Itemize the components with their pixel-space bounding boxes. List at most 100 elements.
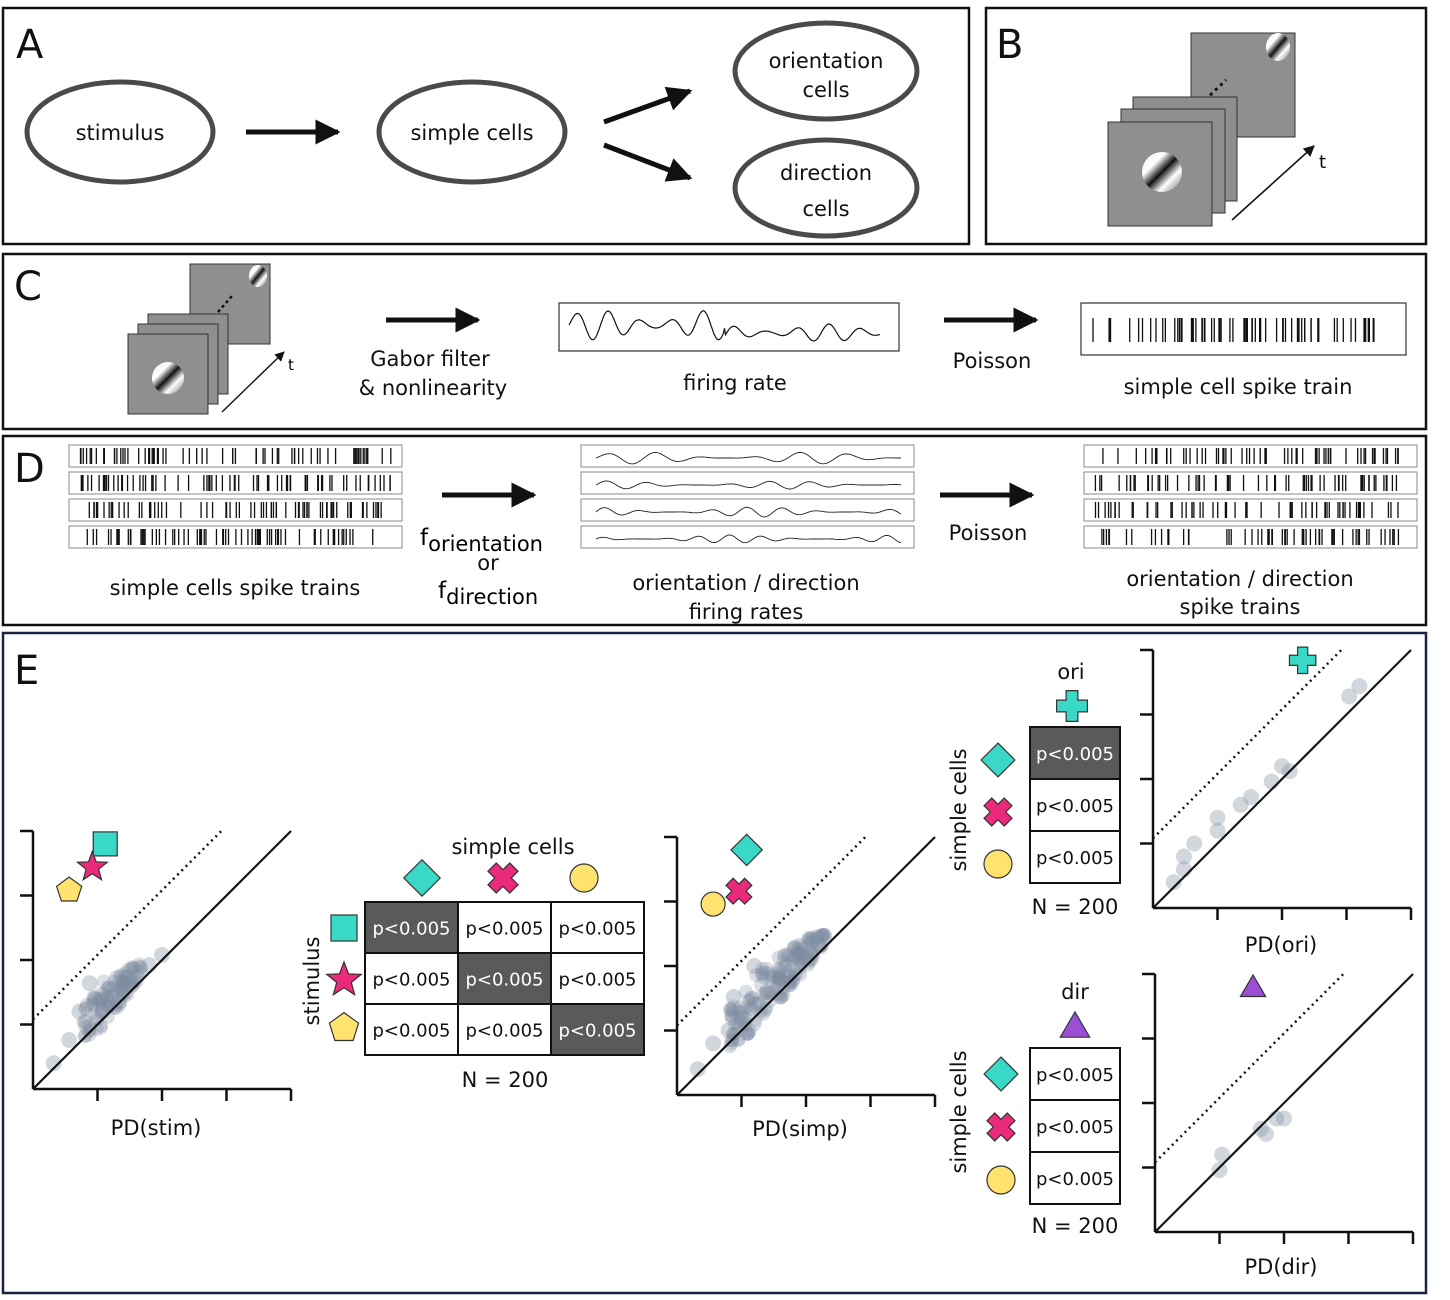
stimulus-frame-stack-small: t	[127, 263, 294, 415]
cloud-point-1-136	[791, 947, 806, 962]
main-table-value-2-0: p<0.005	[372, 1021, 450, 1042]
cloud-point-1-12	[743, 992, 758, 1007]
cloud-point-1-25	[811, 930, 826, 945]
cloud-point-1-11	[740, 1026, 755, 1041]
rate-box-3	[580, 525, 915, 549]
cloud-point-1-10	[751, 996, 766, 1011]
panel-e-frame	[1, 631, 1428, 1295]
outlier-0-square	[92, 831, 118, 857]
data-point-2-6	[1232, 796, 1249, 813]
cloud-point-1-117	[757, 965, 772, 980]
data-point-1-11	[746, 958, 763, 974]
cloud-point-1-34	[755, 961, 770, 976]
input-spike-trains	[68, 444, 403, 549]
cloud-point-0-89	[101, 979, 116, 994]
cloud-point-0-66	[100, 998, 115, 1013]
data-point-2-8	[1263, 773, 1280, 790]
small-time-label: t	[288, 356, 294, 374]
cloud-point-1-17	[778, 947, 793, 962]
dir-column-label: dir	[1061, 980, 1089, 1004]
xlabel-pd-ori: PD(ori)	[1245, 933, 1318, 957]
cloud-point-1-92	[726, 999, 741, 1014]
cloud-point-0-85	[100, 1009, 115, 1024]
panel-a-frame	[1, 6, 971, 246]
cloud-point-0-75	[112, 997, 127, 1012]
small-time-arrow	[221, 351, 285, 413]
outlier-3-triangle	[1239, 973, 1267, 998]
output-firing-rates	[580, 444, 915, 549]
threshold-line-0	[32, 830, 223, 1021]
outlier-0-star	[75, 849, 109, 882]
rate-box-1	[580, 471, 915, 495]
spike-train-ticks	[1092, 318, 1375, 342]
cloud-point-0-22	[79, 997, 94, 1012]
data-point-1-7	[785, 960, 802, 977]
cloud-point-0-45	[124, 972, 139, 987]
ori-column-label: ori	[1057, 660, 1084, 684]
cloud-point-0-69	[132, 957, 147, 972]
main-table-value-1-2: p<0.005	[558, 970, 636, 991]
cloud-point-1-91	[738, 1017, 753, 1032]
outlier-1-circle	[700, 891, 726, 917]
main-table-cell-0-1	[457, 901, 552, 954]
cloud-point-1-108	[805, 933, 820, 948]
ori-table-value-2-0: p<0.005	[1036, 848, 1114, 869]
ori-table-cell-1-0	[1029, 778, 1121, 832]
cloud-point-1-141	[792, 952, 807, 967]
cloud-point-1-145	[774, 961, 789, 976]
stimulus-node	[24, 79, 216, 185]
data-point-0-2	[76, 1013, 93, 1030]
cloud-point-1-63	[754, 967, 769, 982]
panel-b: B t	[984, 6, 1428, 246]
outlier-1-x-cross-shape	[725, 877, 753, 905]
cloud-point-1-131	[803, 943, 818, 958]
cloud-point-1-66	[741, 1026, 756, 1041]
cloud-point-1-133	[725, 1004, 740, 1019]
cloud-point-0-48	[84, 996, 99, 1011]
cloud-point-1-105	[731, 1015, 746, 1030]
cloud-point-1-53	[741, 1026, 756, 1041]
cloud-point-0-51	[115, 973, 130, 988]
direction-cells-label-line2: cells	[802, 197, 849, 221]
cloud-point-0-84	[117, 989, 132, 1004]
cloud-point-1-35	[786, 948, 801, 963]
data-point-2-5	[1209, 809, 1226, 826]
table-n-dir: N = 200	[1032, 1214, 1119, 1238]
main-table-cell-2-2	[550, 1003, 645, 1056]
panel-e-letter: E	[14, 648, 39, 694]
cloud-point-1-23	[736, 1005, 751, 1020]
cloud-point-1-18	[727, 1027, 742, 1042]
dir-table-cell-2-0	[1029, 1151, 1121, 1205]
input-spike-trains-label: simple cells spike trains	[110, 576, 361, 600]
xlabel-pd-stim: PD(stim)	[111, 1116, 202, 1140]
panel-c-frame	[1, 252, 1428, 431]
arrow-simple-to-direction	[603, 142, 693, 182]
cloud-point-0-80	[115, 977, 130, 992]
dir-table-cell-1-0	[1029, 1099, 1121, 1153]
cloud-point-0-33	[118, 985, 133, 1000]
cloud-point-1-128	[744, 990, 759, 1005]
cloud-point-1-36	[803, 944, 818, 959]
cloud-point-1-4	[725, 1026, 740, 1041]
cloud-point-1-118	[790, 945, 805, 960]
data-point-2-4	[1209, 822, 1226, 839]
data-point-2-9	[1274, 758, 1290, 775]
cloud-point-1-40	[772, 971, 787, 986]
cloud-point-1-124	[818, 928, 833, 943]
main-table-value-0-1: p<0.005	[465, 919, 543, 940]
small-gabor-back	[249, 265, 267, 287]
cloud-point-1-41	[759, 1000, 774, 1015]
dir-row-diamond-icon	[983, 1056, 1019, 1092]
cloud-point-1-58	[782, 978, 797, 993]
cloud-point-1-148	[790, 945, 805, 960]
panel-a-letter: A	[16, 22, 44, 68]
cloud-point-1-49	[758, 990, 773, 1005]
cloud-point-1-22	[771, 950, 786, 965]
orientation-cells-label-line1: orientation	[769, 49, 884, 73]
orientation-cells-label-line2: cells	[802, 78, 849, 102]
threshold-line-3	[1154, 973, 1345, 1164]
cloud-point-0-35	[97, 987, 112, 1002]
cloud-point-0-65	[127, 961, 142, 976]
gabor-patch-front	[1142, 152, 1182, 192]
cloud-point-0-79	[78, 1001, 93, 1016]
